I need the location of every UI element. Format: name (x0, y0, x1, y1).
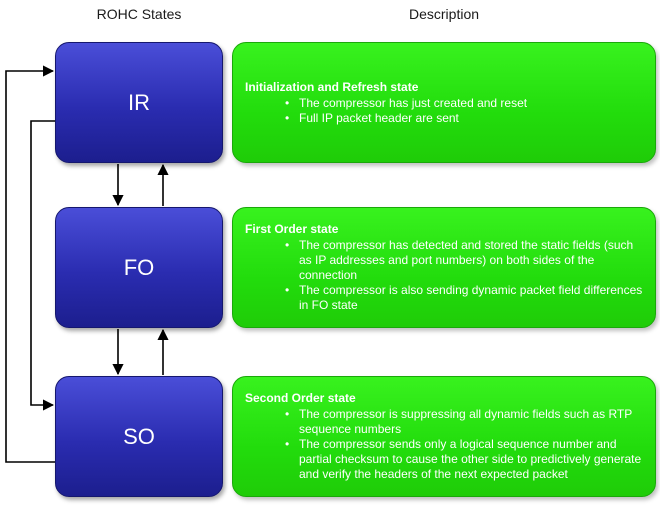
state-label-ir: IR (128, 89, 150, 115)
arrow-so-to-ir-loop (5, 65, 55, 463)
description-bullet: The compressor is suppressing all dynami… (285, 407, 643, 437)
description-title-fo: First Order state (245, 222, 339, 236)
description-box-so: Second Order state The compressor is sup… (232, 376, 656, 497)
description-title-so: Second Order state (245, 391, 356, 405)
description-bullets-ir: The compressor has just created and rese… (245, 96, 643, 126)
description-box-fo: First Order state The compressor has det… (232, 207, 656, 328)
state-box-ir: IR (55, 42, 223, 163)
arrow-ir-to-so-loop (30, 120, 55, 411)
state-label-so: SO (123, 423, 155, 449)
state-box-so: SO (55, 376, 223, 497)
description-bullet: Full IP packet header are sent (285, 111, 643, 126)
description-bullet: The compressor is also sending dynamic p… (285, 283, 643, 313)
description-box-ir: Initialization and Refresh state The com… (232, 42, 656, 163)
state-label-fo: FO (123, 254, 155, 280)
description-bullets-so: The compressor is suppressing all dynami… (245, 407, 643, 482)
header-description: Description (408, 6, 480, 22)
description-bullet: The compressor sends only a logical sequ… (285, 437, 643, 482)
description-bullet: The compressor has just created and rese… (285, 96, 643, 111)
description-bullet: The compressor has detected and stored t… (285, 238, 643, 283)
header-rohc-states: ROHC States (96, 6, 182, 22)
description-title-ir: Initialization and Refresh state (245, 79, 419, 94)
description-bullets-fo: The compressor has detected and stored t… (245, 238, 643, 313)
state-box-fo: FO (55, 207, 223, 328)
